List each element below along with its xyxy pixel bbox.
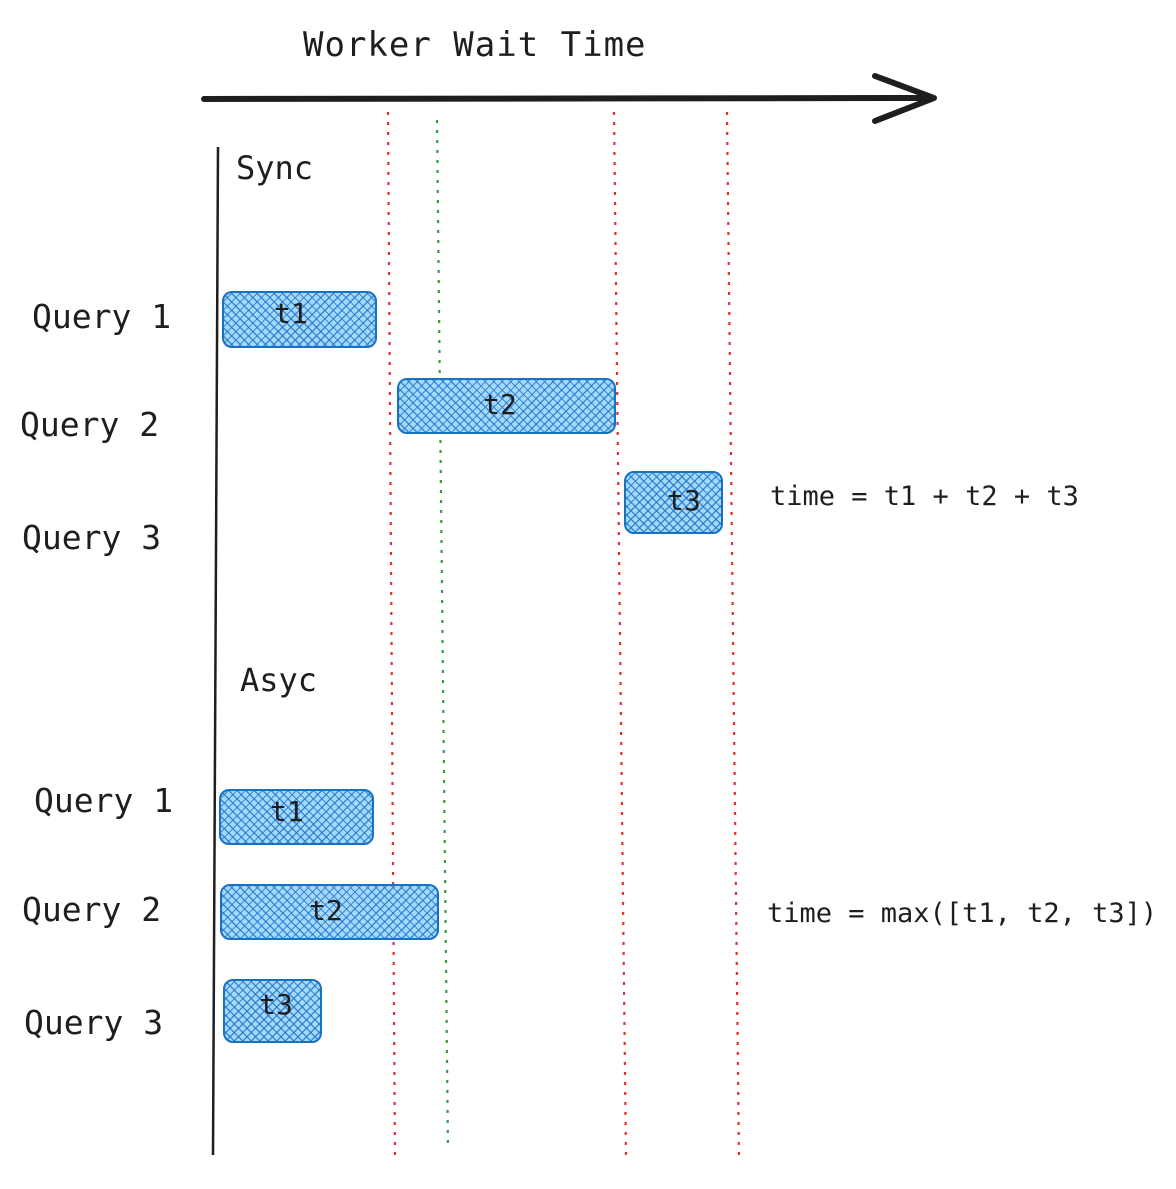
guide-line-t1-end	[386, 111, 397, 1161]
async-bar-t3	[223, 979, 322, 1043]
sync-bar-t1-label: t1	[274, 297, 308, 330]
async-query-3-label: Query 3	[24, 1003, 164, 1042]
async-bar-t1-label: t1	[270, 795, 304, 828]
async-bar-t1	[219, 789, 374, 845]
sync-query-1-label: Query 1	[32, 297, 172, 336]
sync-bar-t2-label: t2	[483, 388, 517, 421]
time-axis-arrowhead	[872, 73, 937, 124]
async-section-label: Asyc	[240, 661, 318, 699]
sync-bar-t1	[222, 291, 377, 348]
async-bar-t2-label: t2	[309, 894, 343, 927]
async-query-1-label: Query 1	[34, 781, 174, 820]
sync-bar-t3	[624, 471, 723, 534]
async-query-2-label: Query 2	[22, 890, 162, 929]
sync-section-label: Sync	[236, 149, 314, 187]
sync-bar-t3-label: t3	[667, 484, 701, 517]
time-axis-arrow	[201, 94, 935, 102]
diagram-title: Worker Wait Time	[303, 25, 647, 65]
guide-line-t2-end	[612, 111, 628, 1161]
sync-time-formula: time = t1 + t2 + t3	[770, 481, 1079, 512]
start-baseline	[211, 146, 220, 1156]
guide-line-t3-end	[725, 111, 741, 1161]
guide-line-async-end	[435, 119, 450, 1151]
async-bar-t3-label: t3	[259, 988, 293, 1021]
async-bar-t2	[220, 884, 439, 940]
sync-query-3-label: Query 3	[22, 518, 162, 557]
sync-bar-t2	[397, 378, 616, 434]
async-time-formula: time = max([t1, t2, t3])	[767, 898, 1158, 929]
sync-query-2-label: Query 2	[20, 405, 160, 444]
